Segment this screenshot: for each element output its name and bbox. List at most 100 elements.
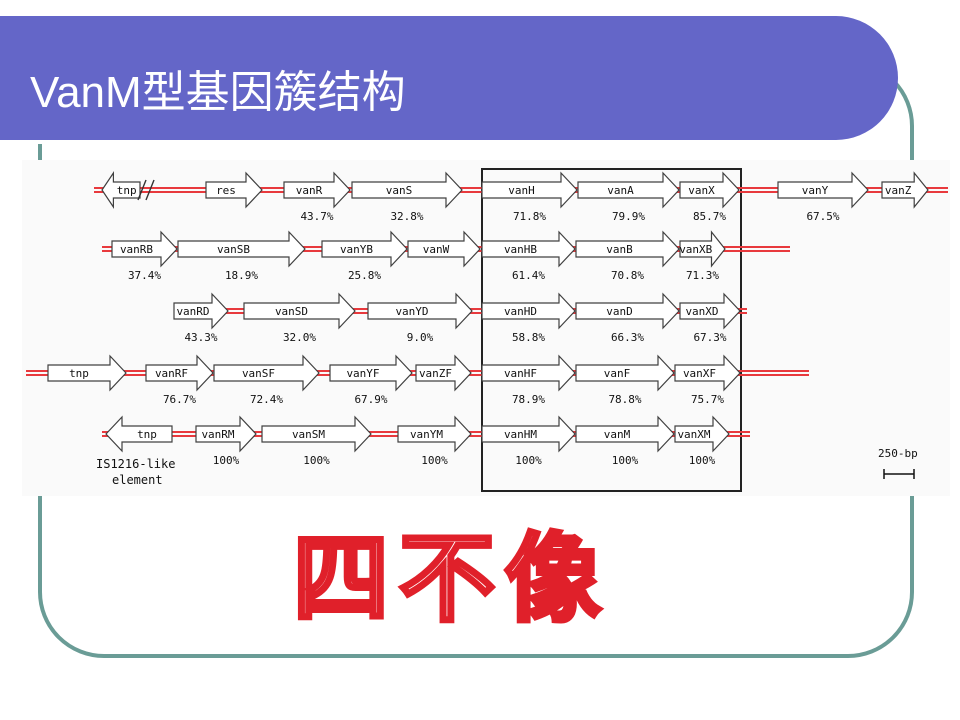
scale-bar-label: 250-bp (878, 447, 918, 460)
gene-arrow (261, 415, 372, 453)
identity-label: 70.8% (611, 269, 644, 282)
gene-arrow (329, 354, 413, 392)
gene-name: vanSB (217, 243, 250, 256)
gene-name: vanYB (340, 243, 373, 256)
identity-label: 67.9% (354, 393, 387, 406)
identity-label: 67.5% (806, 210, 839, 223)
gene-name: vanSM (292, 428, 325, 441)
gene-name: tnp (137, 428, 157, 441)
gene-arrow (575, 415, 675, 453)
identity-label: 79.9% (612, 210, 645, 223)
gene-arrow (679, 292, 741, 330)
gene-name: vanYF (346, 367, 379, 380)
identity-label: 85.7% (693, 210, 726, 223)
gene-arrow (101, 171, 141, 209)
gene-name: vanYM (410, 428, 443, 441)
title-bar: VanM型基因簇结构 (0, 16, 898, 144)
gene-arrow (679, 230, 726, 268)
gene-arrow (105, 415, 173, 453)
element-label-line1: IS1216-like (96, 457, 175, 471)
gene-name: tnp (69, 367, 89, 380)
gene-arrow (351, 171, 463, 209)
gene-name: vanXD (685, 305, 718, 318)
gene-arrow (575, 230, 680, 268)
gene-arrow (367, 292, 473, 330)
identity-label: 71.3% (686, 269, 719, 282)
gene-arrow (674, 354, 741, 392)
identity-label: 78.9% (512, 393, 545, 406)
gene-arrow (881, 171, 929, 209)
gene-arrow (577, 171, 680, 209)
gene-row: vanRD43.3%vanSD32.0%vanYD9.0%vanHD58.8%v… (173, 292, 747, 344)
gene-arrow (777, 171, 869, 209)
gene-name: vanA (607, 184, 634, 197)
identity-label: 43.7% (300, 210, 333, 223)
gene-name: vanM (604, 428, 631, 441)
gene-arrow (195, 415, 257, 453)
gene-name: vanSF (242, 367, 275, 380)
stamp: 四不像 (272, 516, 632, 642)
stamp-text: 四不像 (291, 521, 611, 637)
gene-name: tnp (117, 184, 137, 197)
gene-name: vanD (606, 305, 633, 318)
gene-name: vanZ (885, 184, 912, 197)
gene-name: vanS (386, 184, 413, 197)
gene-arrow (407, 230, 481, 268)
gene-name: vanZF (419, 367, 452, 380)
identity-label: 72.4% (250, 393, 283, 406)
identity-label: 66.3% (611, 331, 644, 344)
gene-arrow (243, 292, 356, 330)
gene-arrow (481, 171, 578, 209)
gene-name: vanXB (679, 243, 712, 256)
gene-arrow (177, 230, 306, 268)
identity-label: 100% (421, 454, 448, 467)
gene-name: vanYD (395, 305, 428, 318)
gene-arrow (173, 292, 229, 330)
identity-label: 100% (515, 454, 542, 467)
gene-name: vanXM (677, 428, 710, 441)
title-underline (0, 140, 848, 144)
gene-arrow (205, 171, 263, 209)
identity-label: 32.8% (390, 210, 423, 223)
identity-label: 32.0% (283, 331, 316, 344)
element-label-line2: element (112, 473, 163, 487)
gene-name: vanRM (201, 428, 234, 441)
gene-arrow (415, 354, 472, 392)
gene-arrow (481, 415, 576, 453)
identity-label: 43.3% (184, 331, 217, 344)
gene-name: vanW (423, 243, 450, 256)
identity-label: 18.9% (225, 269, 258, 282)
gene-name: vanY (802, 184, 829, 197)
gene-arrow (575, 354, 675, 392)
gene-arrow (213, 354, 320, 392)
gene-arrow (674, 415, 730, 453)
identity-label: 61.4% (512, 269, 545, 282)
gene-arrow (481, 230, 576, 268)
gene-arrow (283, 171, 351, 209)
identity-label: 100% (612, 454, 639, 467)
gene-arrow (481, 354, 576, 392)
slide-title: VanM型基因簇结构 (30, 68, 406, 117)
gene-arrow (145, 354, 214, 392)
gene-arrow (47, 354, 127, 392)
identity-label: 25.8% (348, 269, 381, 282)
gene-name: vanRB (120, 243, 153, 256)
gene-name: vanRF (155, 367, 188, 380)
identity-label: 37.4% (128, 269, 161, 282)
gene-arrow (111, 230, 178, 268)
identity-label: 9.0% (407, 331, 434, 344)
gene-name: vanRD (176, 305, 209, 318)
identity-label: 67.3% (693, 331, 726, 344)
gene-arrow (575, 292, 680, 330)
identity-label: 76.7% (163, 393, 196, 406)
gene-arrow (481, 292, 576, 330)
scale-bar (883, 469, 915, 479)
gene-name: vanH (508, 184, 535, 197)
gene-name: vanF (604, 367, 631, 380)
gene-name: vanB (606, 243, 633, 256)
gene-name: vanR (296, 184, 323, 197)
identity-label: 100% (303, 454, 330, 467)
